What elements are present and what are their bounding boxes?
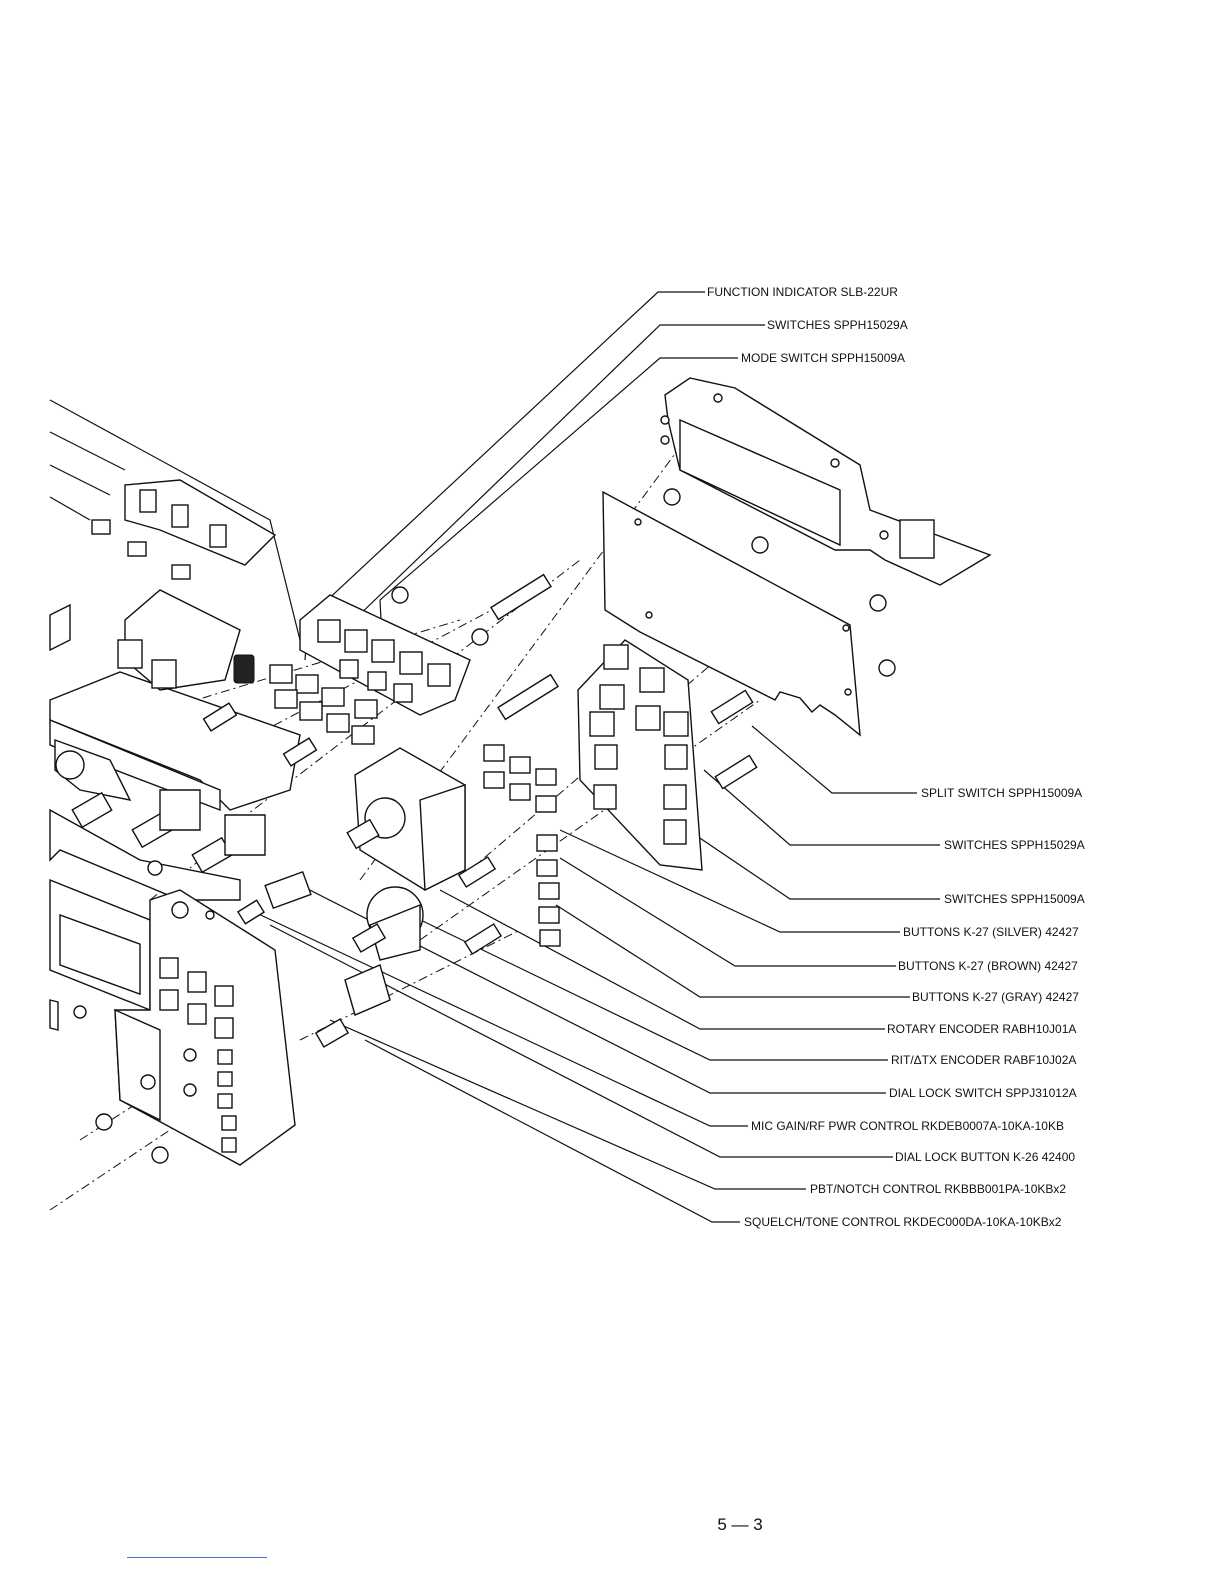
callout-mic-gain: MIC GAIN/RF PWR CONTROL RKDEB0007A-10KA-…	[751, 1119, 1064, 1133]
callout-buttons-silver: BUTTONS K-27 (SILVER) 42427	[903, 925, 1079, 939]
callout-squelch-tone: SQUELCH/TONE CONTROL RKDEC000DA-10KA-10K…	[744, 1215, 1062, 1229]
spacers	[202, 573, 758, 955]
callout-labels: FUNCTION INDICATOR SLB-22UR SWITCHES SPP…	[707, 285, 1085, 1229]
indicator-board	[49, 479, 277, 652]
rotary-encoder-box	[346, 747, 466, 892]
page-number: 5 — 3	[717, 1515, 763, 1534]
callout-dial-lock-switch: DIAL LOCK SWITCH SPPJ31012A	[889, 1086, 1077, 1100]
callout-dial-lock-button: DIAL LOCK BUTTON K-26 42400	[895, 1150, 1075, 1164]
control-potentiometers	[54, 589, 266, 874]
callout-buttons-brown: BUTTONS K-27 (BROWN) 42427	[898, 959, 1078, 973]
screws	[391, 488, 896, 677]
callout-switches-3: SWITCHES SPPH15009A	[944, 892, 1085, 906]
callout-rotary-encoder: ROTARY ENCODER RABH10J01A	[887, 1022, 1076, 1036]
callout-pbt-notch: PBT/NOTCH CONTROL RKBBB001PA-10KBx2	[810, 1182, 1066, 1196]
callout-switches-2: SWITCHES SPPH15029A	[944, 838, 1085, 852]
footer-rule	[127, 1557, 267, 1558]
callout-switches-1: SWITCHES SPPH15029A	[767, 318, 908, 332]
callout-rit-encoder: RIT/ΔTX ENCODER RABF10J02A	[891, 1053, 1076, 1067]
front-panel-chassis	[49, 671, 301, 1166]
function-indicator-unit	[660, 377, 992, 586]
mode-switch-board	[299, 594, 471, 716]
callout-function-indicator: FUNCTION INDICATOR SLB-22UR	[707, 285, 898, 299]
callout-buttons-gray: BUTTONS K-27 (GRAY) 42427	[912, 990, 1079, 1004]
main-pcb	[602, 490, 861, 737]
callout-mode-switch: MODE SWITCH SPPH15009A	[741, 351, 905, 365]
rit-encoder-pot	[314, 886, 424, 1048]
k27-buttons	[483, 744, 561, 947]
split-switch-board	[577, 639, 703, 871]
button-cluster	[269, 664, 378, 745]
callout-split-switch: SPLIT SWITCH SPPH15009A	[921, 786, 1082, 800]
leader-lines	[49, 291, 940, 1223]
